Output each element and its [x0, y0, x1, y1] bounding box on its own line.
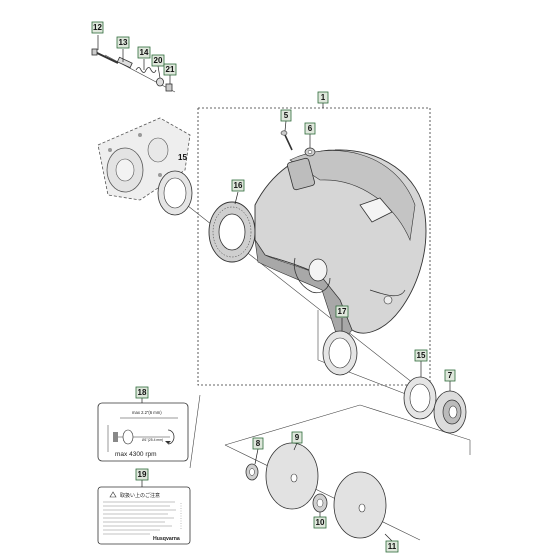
washer-17: [322, 330, 358, 376]
nut-8: [245, 463, 259, 481]
svg-text:14: 14: [140, 48, 149, 57]
nut-21: [165, 83, 173, 92]
svg-text:21: 21: [166, 65, 175, 74]
inner-flange-11: [333, 471, 387, 539]
decal-18-dim-side: Ø1"(25.4 mm): [142, 438, 163, 442]
svg-text:7: 7: [448, 371, 453, 380]
svg-text:20: 20: [154, 56, 163, 65]
callout-9: 9: [291, 431, 303, 444]
svg-text:1: 1: [321, 93, 326, 102]
decal-18-rpm: max 4300 rpm: [115, 451, 157, 458]
nut-6: [304, 147, 316, 157]
label-15-plain: 15: [178, 153, 187, 162]
svg-text:11: 11: [388, 542, 397, 551]
washer-10: [312, 493, 328, 513]
screw-5: [280, 130, 293, 151]
svg-text:10: 10: [316, 518, 325, 527]
washer-20: [156, 77, 164, 87]
svg-text:5: 5: [284, 111, 289, 120]
flange-washer-7: [433, 390, 467, 434]
washer-15-lower: [403, 376, 437, 420]
svg-text:9: 9: [295, 433, 300, 442]
callout-6: 6: [304, 122, 316, 135]
callout-20: 20: [151, 54, 165, 67]
callout-16: 16: [231, 179, 245, 192]
svg-text:6: 6: [308, 124, 313, 133]
callout-5: 5: [280, 109, 292, 122]
callout-17: 17: [335, 305, 349, 318]
callout-8: 8: [252, 437, 264, 450]
outer-flange-9: [265, 442, 319, 510]
decal-18: max 2.2"(6 mm) Ø1"(25.4 mm) max 4300 rpm: [97, 402, 189, 462]
decal-19-title: 取扱い上のご注意: [120, 492, 160, 499]
callout-10: 10: [313, 516, 327, 529]
svg-text:16: 16: [234, 181, 243, 190]
callout-12: 12: [91, 21, 104, 34]
decal-19-body-lines: [103, 501, 176, 535]
svg-text:15: 15: [417, 351, 426, 360]
svg-text:13: 13: [119, 38, 128, 47]
svg-text:8: 8: [256, 439, 261, 448]
spring-14: [135, 67, 157, 73]
svg-text:17: 17: [338, 307, 347, 316]
callout-7: 7: [444, 369, 456, 382]
leader-lines: [97, 35, 451, 542]
decal-19: 取扱い上のご注意 Husqvarna: [97, 486, 191, 545]
washer-15-upper: [157, 170, 193, 216]
pin-13: [116, 56, 133, 69]
callout-1: 1: [317, 91, 329, 104]
callout-18: 18: [135, 386, 149, 399]
callout-14: 14: [137, 46, 151, 59]
callout-19: 19: [135, 468, 149, 481]
svg-text:19: 19: [138, 470, 147, 479]
callout-21: 21: [163, 63, 177, 76]
callout-13: 13: [116, 36, 130, 49]
svg-text:12: 12: [93, 23, 102, 32]
callout-11: 11: [385, 540, 399, 553]
bolt-12: [91, 48, 119, 64]
svg-text:18: 18: [138, 388, 147, 397]
bearing-ring-16: [208, 201, 256, 263]
callout-15: 15: [414, 349, 428, 362]
decal-19-brand: Husqvarna: [153, 536, 180, 542]
decal-18-dim-top: max 2.2"(6 mm): [132, 410, 162, 415]
